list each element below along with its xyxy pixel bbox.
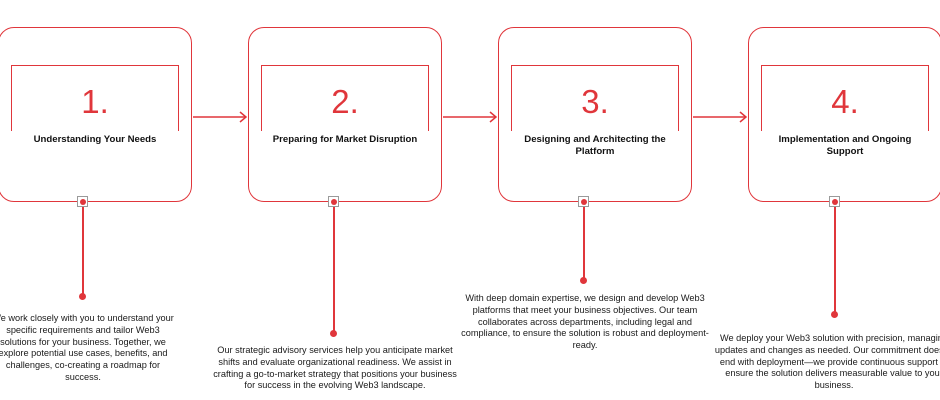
step-number: 2. [331,83,359,120]
arrow-head-1-2 [239,111,248,123]
step-card-2: 2. Preparing for Market Disruption [248,27,442,202]
connector-node-icon [328,196,339,207]
step-card-frame [761,65,929,131]
step-description: With deep domain expertise, we design an… [461,293,709,351]
step-card-frame [261,65,429,131]
step-title: Designing and Architecting the Platform [524,134,666,157]
connector-node-icon [578,196,589,207]
connector-end-dot [79,293,86,300]
step-description: Our strategic advisory services help you… [213,345,457,391]
step-number: 4. [831,83,859,120]
step-description: We work closely with you to understand y… [0,313,174,382]
connector-line [82,207,84,296]
step-card-4: 4. Implementation and Ongoing Support [748,27,940,202]
step-card-frame [511,65,679,131]
step-card-3: 3. Designing and Architecting the Platfo… [498,27,692,202]
connector-line [834,207,836,313]
connector-line [583,207,585,279]
step-number: 3. [581,83,609,120]
connector-line [333,207,335,333]
connector-end-dot [831,311,838,318]
connector-node-icon [77,196,88,207]
connector-end-dot [580,277,587,284]
step-card-frame [11,65,179,131]
connector-end-dot [330,330,337,337]
step-description: We deploy your Web3 solution with precis… [714,333,940,391]
step-title: Implementation and Ongoing Support [778,134,912,157]
arrow-head-2-3 [489,111,498,123]
connector-node-icon [829,196,840,207]
step-number: 1. [81,83,109,120]
step-title: Understanding Your Needs [33,134,157,145]
arrow-head-3-4 [739,111,748,123]
step-title: Preparing for Market Disruption [272,134,418,145]
step-card-1: 1. Understanding Your Needs [0,27,192,202]
